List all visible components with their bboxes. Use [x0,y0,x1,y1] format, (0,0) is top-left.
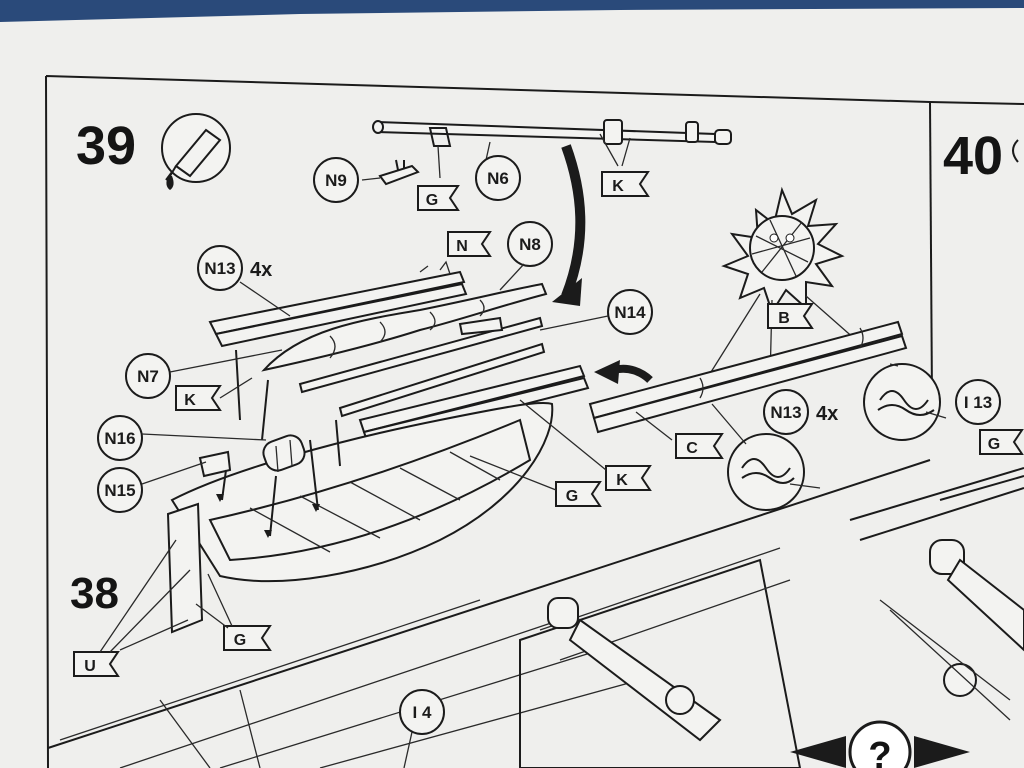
flag-k-top: K [601,171,650,197]
svg-text:U: U [84,658,96,675]
flag-b-right: B [767,303,814,329]
rope-coil [721,186,845,315]
curved-arrow-icon [561,144,586,298]
label-n14: N14 [607,289,653,335]
next-step-icon-partial [1012,139,1019,163]
svg-text:N7: N7 [137,367,159,386]
flag-g-right: G [555,481,602,507]
label-i13: I 13 [955,379,1001,425]
cannon-left [547,597,722,742]
oars-n13-right [588,320,908,434]
flag-k-right: K [605,465,652,491]
svg-text:K: K [612,178,624,195]
svg-text:N8: N8 [519,235,541,254]
svg-text:N13: N13 [204,259,235,278]
label-n6: N6 [475,155,521,201]
step-number-38: 38 [70,569,119,618]
label-n8: N8 [507,221,553,267]
step-40-frame [929,101,1024,105]
quantity-top: 4x [250,259,272,281]
svg-text:G: G [988,436,1000,453]
label-n15: N15 [97,467,143,513]
glue-tube-icon [161,113,231,190]
help-symbol: ? [868,735,891,768]
flag-g-bottom: G [223,625,272,651]
label-n13-right: N13 [763,389,809,435]
quantity-right: 4x [816,403,838,425]
svg-text:B: B [778,310,790,327]
svg-text:I 13: I 13 [964,393,992,412]
svg-text:K: K [184,392,196,409]
flag-c-right: C [675,433,724,459]
svg-text:N15: N15 [104,481,135,500]
oars-n13-top [208,260,468,348]
knot-detail-2 [727,433,821,511]
spar-n7 [338,342,546,418]
label-n9: N9 [313,157,359,203]
label-i4: I 4 [399,689,445,735]
svg-text:C: C [686,440,698,457]
svg-text:G: G [426,192,438,209]
step-39-frame [45,75,931,768]
flag-g-far-right: G [979,429,1024,455]
svg-text:N: N [456,238,468,255]
svg-text:G: G [566,488,578,505]
step-number-40: 40 [943,126,1003,186]
svg-text:K: K [616,472,628,489]
label-n16: N16 [97,415,143,461]
spar-n14 [298,316,544,394]
svg-text:I 4: I 4 [413,703,432,722]
svg-text:N16: N16 [104,429,135,448]
knot-detail-1 [863,363,947,441]
question-mark-icon[interactable]: ? [790,720,970,768]
step-number-39: 39 [76,116,136,176]
longboat [166,401,554,634]
yard-spar-n6 [372,119,732,147]
svg-text:G: G [234,632,246,649]
flag-k-left: K [175,385,222,411]
label-n7: N7 [125,353,171,399]
svg-text:N13: N13 [770,403,801,422]
svg-text:N14: N14 [614,303,646,322]
cannon-right [879,539,1024,721]
svg-text:N9: N9 [325,171,347,190]
label-n13-top: N13 [197,245,243,291]
flag-g-top: G [417,185,460,211]
panel-divider [929,101,933,401]
furled-sail-n8 [261,282,548,372]
part-n9-bracket [378,159,420,186]
flag-n-mid: N [447,231,492,257]
svg-text:N6: N6 [487,169,509,188]
